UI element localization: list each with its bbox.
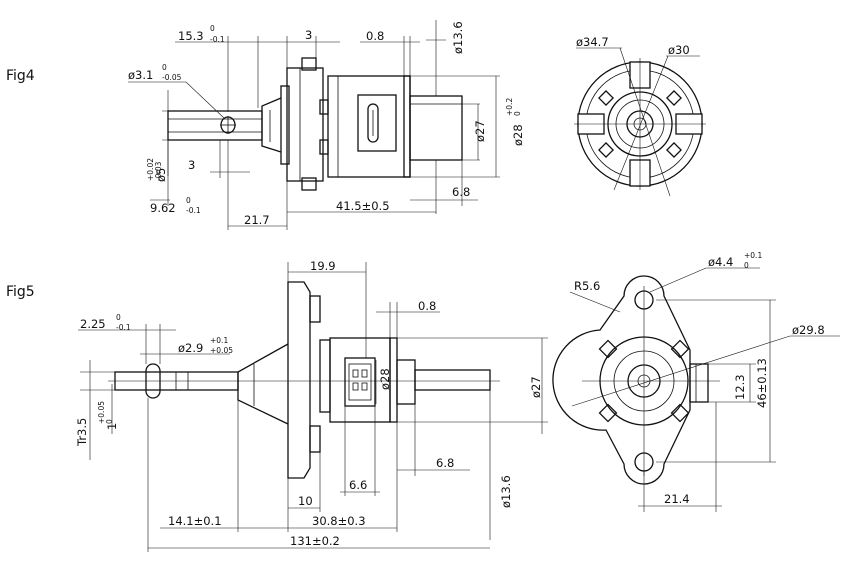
fig4-dim-phi13-6: ø13.6 [451,21,465,54]
fig4-dim-41-5: 41.5±0.5 [336,199,390,213]
fig4-dim-3-top: 3 [305,28,312,42]
fig4-dim-phi34-7: ø34.7 [576,35,609,49]
fig5-dim-phi28: ø28 [378,368,392,390]
fig5-tol-1-up: +0.05 [97,401,106,424]
fig4-tol-phi5-up: +0.02 [146,158,155,181]
fig4-tol-9-62-up: 0 [186,196,191,205]
fig4-tol-15-3-lo: -0.1 [210,35,225,44]
fig4-tol-phi28-up: +0.2 [505,98,514,116]
fig5-side-view: Fig5 19.9 0.8 [6,259,548,552]
fig5-dim-phi2-9: ø2.9 [178,341,203,355]
fig5-dim-6-8: 6.8 [436,456,454,470]
fig4-front-view: ø34.7 ø30 [574,35,706,197]
fig5-dim-21-4: 21.4 [664,492,690,506]
fig4-dim-15-3: 15.3 [178,29,204,43]
fig5-dim-30-8: 30.8±0.3 [312,514,366,528]
fig4-tol-phi3-1-lo: -0.05 [162,73,182,82]
fig4-dim-phi28: ø28 [511,124,525,146]
fig4-dim-6-8: 6.8 [452,185,470,199]
fig5-dim-phi29-8: ø29.8 [792,323,825,337]
fig5-tol-phi2-9-up: +0.1 [210,336,228,345]
fig5-label: Fig5 [6,284,35,300]
fig5-dim-131: 131±0.2 [290,534,340,548]
fig5-dim-14-1: 14.1±0.1 [168,514,222,528]
fig5-dim-r5-6: R5.6 [574,279,600,293]
fig5-tol-2-25-up: 0 [116,313,121,322]
fig4-dim-0-8: 0.8 [366,29,384,43]
fig5-tol-phi4-4-lo: 0 [744,261,749,270]
fig4-tol-9-62-lo: -0.1 [186,206,201,215]
fig4-dim-phi30: ø30 [668,43,690,57]
fig5-tol-phi4-4-up: +0.1 [744,251,762,260]
fig4-tol-phi3-1-up: 0 [162,63,167,72]
fig4-tol-phi5-lo: -0.03 [154,161,163,181]
fig5-dim-1: 1 [105,423,119,430]
fig5-dim-tr3-5: Tr3.5 [75,418,89,447]
fig5-dim-19-9: 19.9 [310,259,336,273]
fig4-dim-phi5: ø5 [154,168,168,182]
fig4-dim-phi3-1: ø3.1 [128,68,153,82]
fig5-tol-1-lo: 0 [105,419,114,424]
fig4-side-view: Fig4 15.3 0 -0.1 [6,20,525,230]
fig4-tol-15-3-up: 0 [210,24,215,33]
fig4-dim-phi27: ø27 [473,120,487,142]
fig5-front-view: R5.6 ø4.4 +0.1 0 ø29.8 12.3 46±0.13 21.4 [552,251,840,512]
fig5-dim-46: 46±0.13 [755,358,769,408]
fig5-dim-2-25: 2.25 [80,317,106,331]
fig5-dim-12-3: 12.3 [733,374,747,400]
fig5-tol-phi2-9-lo: +0.05 [210,346,233,355]
fig5-dim-0-8: 0.8 [418,299,436,313]
fig4-tol-phi28-lo: 0 [513,111,522,116]
fig4-dim-3-left: 3 [188,158,195,172]
fig4-dim-21-7: 21.7 [244,213,270,227]
fig5-dim-phi13-6: ø13.6 [499,475,513,508]
fig5-dim-phi4-4: ø4.4 [708,255,733,269]
fig5-dim-6-6: 6.6 [349,478,367,492]
fig4-dim-9-62: 9.62 [150,201,176,215]
fig5-dim-phi27: ø27 [529,376,543,398]
fig4-label: Fig4 [6,68,35,84]
fig5-tol-2-25-lo: -0.1 [116,323,131,332]
fig5-dim-10: 10 [298,494,313,508]
